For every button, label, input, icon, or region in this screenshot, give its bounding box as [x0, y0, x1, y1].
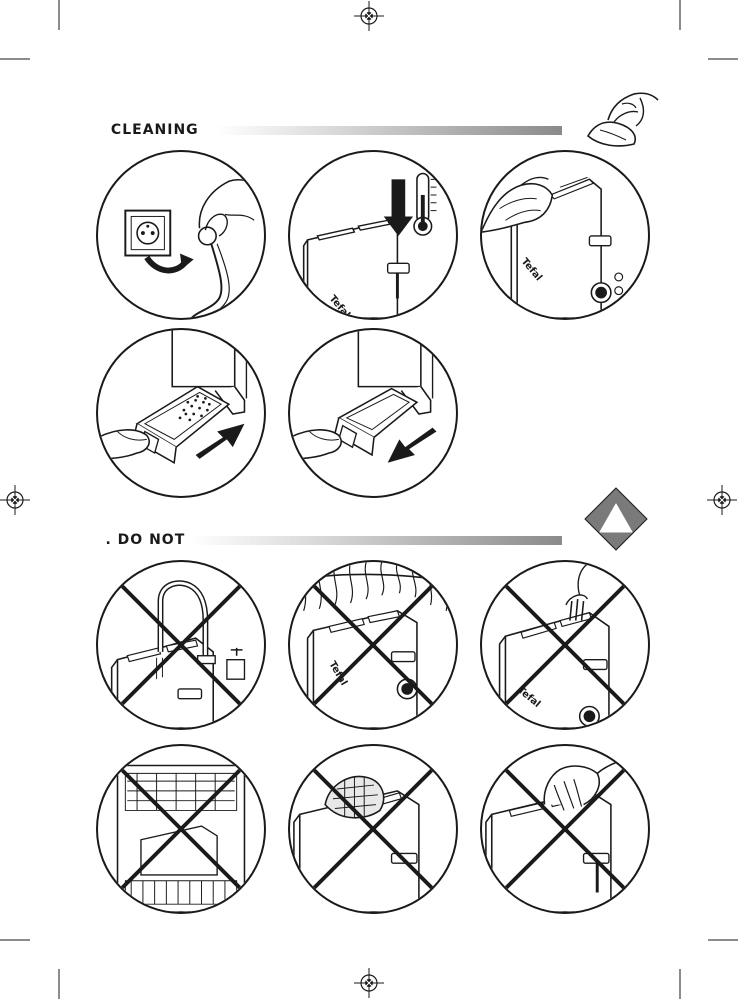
do-not-insert-utensil-illustration: Tefal [480, 560, 650, 730]
cleaning-unplug-illustration [96, 150, 266, 320]
cleaning-section-title: 9. CLEANING [88, 123, 199, 137]
warning-triangle-icon [583, 486, 649, 552]
do-not-touch-slot-illustration [480, 744, 650, 914]
do-not-immerse-water-illustration [96, 560, 266, 730]
do-not-dishwasher-illustration [96, 744, 266, 914]
cleaning-insert-crumb-tray-illustration [288, 328, 458, 498]
do-not-cover-illustration: Tefal [288, 560, 458, 730]
do-not-food-on-top-illustration [288, 744, 458, 914]
cleaning-cool-down-illustration: Tefal [288, 150, 458, 320]
cleaning-remove-crumb-tray-illustration [96, 328, 266, 498]
cleaning-header-bar [216, 126, 562, 135]
cloth-hand-icon [578, 80, 670, 150]
do-not-header-bar [190, 536, 562, 545]
cleaning-wipe-illustration: Tefal [480, 150, 650, 320]
